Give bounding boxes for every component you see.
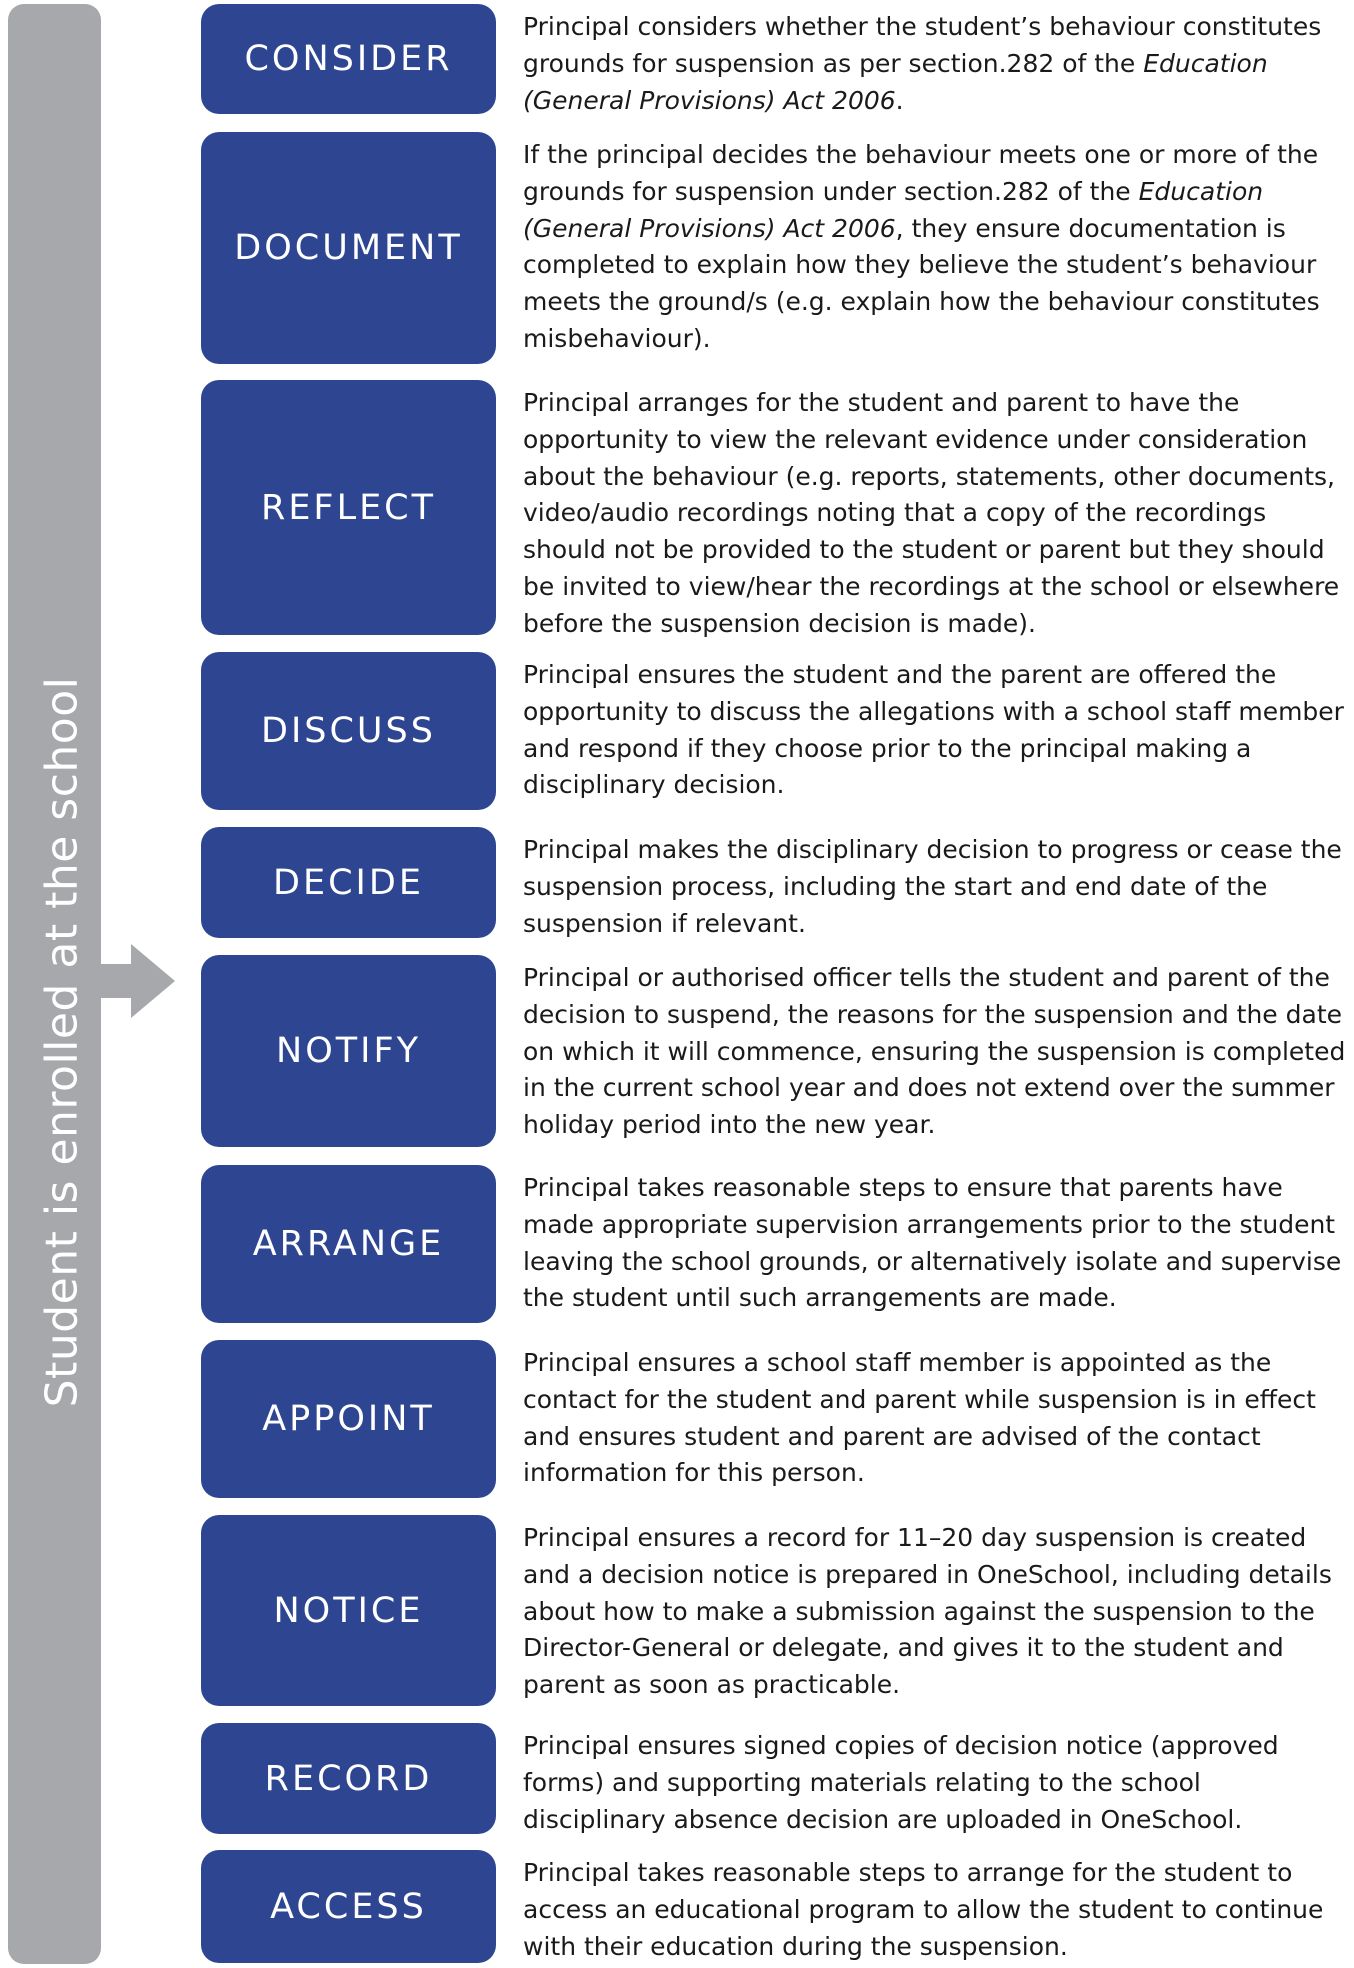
step-row-record: RECORD Principal ensures signed copies o… xyxy=(0,1723,1354,1834)
step-box-discuss: DISCUSS xyxy=(201,652,496,810)
step-description-reflect: Principal arranges for the student and p… xyxy=(523,388,1340,638)
step-description-arrange: Principal takes reasonable steps to ensu… xyxy=(523,1173,1342,1313)
step-description-notice: Principal ensures a record for 11–20 day… xyxy=(523,1523,1332,1700)
step-box-consider: CONSIDER xyxy=(201,4,496,114)
step-description-record: Principal ensures signed copies of decis… xyxy=(523,1731,1279,1834)
step-description-discuss: Principal ensures the student and the pa… xyxy=(523,660,1344,800)
step-box-notice: NOTICE xyxy=(201,1515,496,1706)
step-row-consider: CONSIDER Principal considers whether the… xyxy=(0,4,1354,115)
step-row-notice: NOTICE Principal ensures a record for 11… xyxy=(0,1515,1354,1706)
step-description-document: If the principal decides the behaviour m… xyxy=(523,140,1320,353)
step-box-document: DOCUMENT xyxy=(201,132,496,364)
step-box-decide: DECIDE xyxy=(201,827,496,938)
step-row-access: ACCESS Principal takes reasonable steps … xyxy=(0,1850,1354,1963)
step-row-discuss: DISCUSS Principal ensures the student an… xyxy=(0,652,1354,810)
step-description-access: Principal takes reasonable steps to arra… xyxy=(523,1858,1324,1961)
step-description-appoint: Principal ensures a school staff member … xyxy=(523,1348,1316,1488)
step-description-notify: Principal or authorised officer tells th… xyxy=(523,963,1346,1140)
step-row-document: DOCUMENT If the principal decides the be… xyxy=(0,132,1354,364)
enrolment-sidebar-bar: Student is enrolled at the school xyxy=(8,4,101,1964)
step-box-notify: NOTIFY xyxy=(201,955,496,1147)
step-box-access: ACCESS xyxy=(201,1850,496,1963)
step-box-arrange: ARRANGE xyxy=(201,1165,496,1323)
step-box-appoint: APPOINT xyxy=(201,1340,496,1498)
step-row-arrange: ARRANGE Principal takes reasonable steps… xyxy=(0,1165,1354,1323)
step-box-reflect: REFLECT xyxy=(201,380,496,635)
right-arrow-icon xyxy=(101,944,175,1018)
step-row-appoint: APPOINT Principal ensures a school staff… xyxy=(0,1340,1354,1498)
step-row-reflect: REFLECT Principal arranges for the stude… xyxy=(0,380,1354,638)
step-description-consider: Principal considers whether the student’… xyxy=(523,12,1322,115)
step-box-record: RECORD xyxy=(201,1723,496,1834)
step-row-decide: DECIDE Principal makes the disciplinary … xyxy=(0,827,1354,938)
step-row-notify: NOTIFY Principal or authorised officer t… xyxy=(0,955,1354,1147)
step-description-decide: Principal makes the disciplinary decisio… xyxy=(523,835,1342,938)
